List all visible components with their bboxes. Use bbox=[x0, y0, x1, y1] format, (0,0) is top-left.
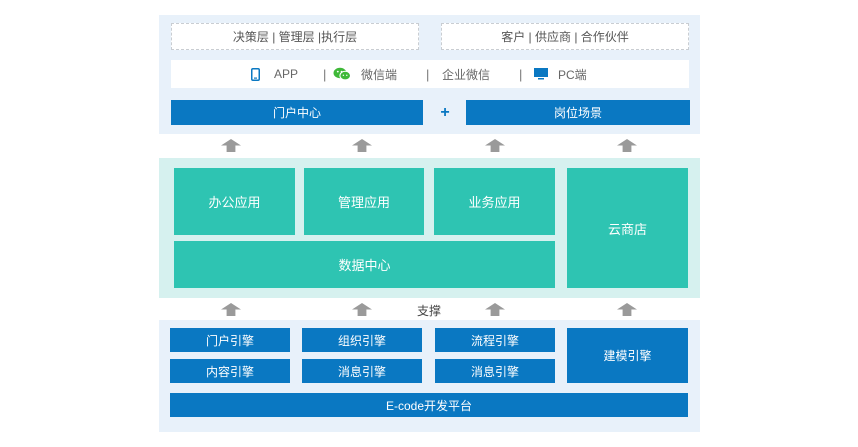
message-engine-box: 消息引擎 bbox=[435, 359, 555, 383]
data-center-box: 数据中心 bbox=[174, 241, 555, 288]
management-apps-label: 管理应用 bbox=[337, 195, 390, 210]
phone-icon bbox=[251, 67, 260, 81]
internal-roles-box: 决策层 | 管理层 |执行层 bbox=[171, 23, 419, 50]
cloud-store-box: 云商店 bbox=[567, 168, 688, 288]
channels-bar: APP | 微信端 | 企业微信 | PC端 bbox=[171, 60, 689, 88]
business-apps-box: 业务应用 bbox=[434, 168, 555, 235]
org-engine-label: 组织引擎 bbox=[337, 333, 386, 348]
portal-center-box: 门户中心 bbox=[171, 100, 423, 125]
content-engine-box: 内容引擎 bbox=[170, 359, 290, 383]
channel-enterprise-wechat-label: 企业微信 bbox=[442, 67, 491, 82]
ecode-platform-box: E-code开发平台 bbox=[170, 393, 688, 417]
internal-roles-label: 决策层 | 管理层 |执行层 bbox=[232, 30, 358, 44]
job-scene-label: 岗位场景 bbox=[553, 106, 602, 120]
up-arrow-icon bbox=[485, 139, 505, 152]
channel-app-label: APP bbox=[274, 67, 299, 81]
office-apps-box: 办公应用 bbox=[174, 168, 295, 235]
process-engine-box: 流程引擎 bbox=[435, 328, 555, 352]
modeling-engine-label: 建模引擎 bbox=[603, 349, 652, 363]
channel-enterprise-wechat: 企业微信 bbox=[442, 60, 490, 88]
process-engine-label: 流程引擎 bbox=[470, 333, 519, 348]
external-roles-box: 客户 | 供应商 | 合作伙伴 bbox=[441, 23, 689, 50]
up-arrow-icon bbox=[352, 139, 372, 152]
up-arrow-icon bbox=[221, 139, 241, 152]
up-arrow-icon bbox=[221, 303, 241, 316]
up-arrow-icon bbox=[617, 139, 637, 152]
business-apps-label: 业务应用 bbox=[468, 195, 521, 210]
portal-engine-box: 门户引擎 bbox=[170, 328, 290, 352]
message-engine-label: 消息引擎 bbox=[470, 364, 519, 379]
channel-wechat-label: 微信端 bbox=[361, 67, 398, 82]
channel-separator: | bbox=[323, 66, 327, 82]
job-scene-box: 岗位场景 bbox=[466, 100, 690, 125]
channel-app: APP bbox=[251, 60, 298, 88]
pc-monitor-icon bbox=[534, 68, 548, 80]
channel-pc-label: PC端 bbox=[558, 67, 587, 82]
message-engine-box: 消息引擎 bbox=[302, 359, 422, 383]
content-engine-label: 内容引擎 bbox=[205, 364, 254, 379]
office-apps-label: 办公应用 bbox=[208, 195, 261, 210]
up-arrow-icon bbox=[485, 303, 505, 316]
modeling-engine-box: 建模引擎 bbox=[567, 328, 688, 383]
cloud-store-label: 云商店 bbox=[607, 221, 647, 237]
ecode-platform-label: E-code开发平台 bbox=[385, 398, 473, 413]
external-roles-label: 客户 | 供应商 | 合作伙伴 bbox=[501, 30, 629, 44]
support-label: 支撑 bbox=[417, 304, 442, 318]
management-apps-box: 管理应用 bbox=[304, 168, 424, 235]
channel-separator: | bbox=[426, 66, 430, 82]
portal-center-label: 门户中心 bbox=[272, 106, 321, 120]
org-engine-box: 组织引擎 bbox=[302, 328, 422, 352]
channel-wechat: 微信端 bbox=[333, 60, 397, 88]
channel-pc: PC端 bbox=[534, 60, 587, 88]
up-arrow-icon bbox=[617, 303, 637, 316]
message-engine-label: 消息引擎 bbox=[337, 364, 386, 379]
portal-engine-label: 门户引擎 bbox=[205, 333, 254, 348]
channel-separator: | bbox=[519, 66, 523, 82]
plus-sign: + bbox=[440, 103, 450, 121]
wechat-icon bbox=[333, 67, 351, 81]
up-arrow-icon bbox=[352, 303, 372, 316]
data-center-label: 数据中心 bbox=[338, 258, 391, 273]
